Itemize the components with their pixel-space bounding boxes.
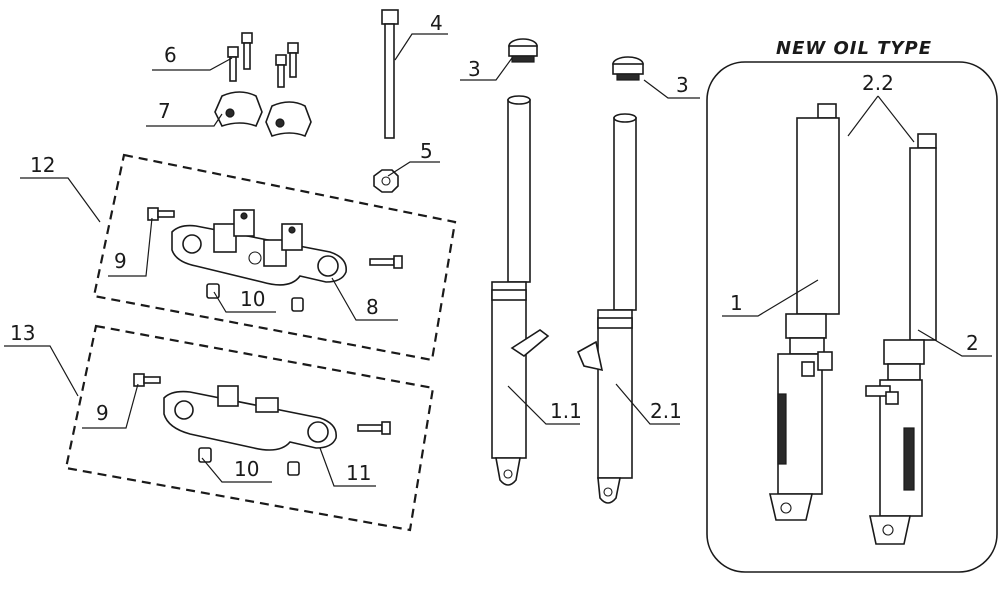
- bushing-10a-2: [291, 297, 304, 312]
- new-oil-fork-1: [768, 103, 840, 521]
- callout-1-1: 1.1: [550, 399, 582, 423]
- bushing-10b-1: [198, 447, 212, 463]
- part-3-cap-left: [508, 38, 538, 63]
- new-fork-tube-1: [796, 117, 840, 315]
- screw-6c: [275, 54, 287, 88]
- part-7-clamps: [214, 91, 312, 138]
- screw-6d: [287, 42, 299, 78]
- bushing-10b-2: [287, 461, 300, 476]
- callout-12: 12: [30, 153, 55, 177]
- callout-1: 1: [730, 291, 743, 315]
- bolt-9b: [133, 373, 161, 387]
- callout-4: 4: [430, 11, 443, 35]
- fork-slider-1-1: [491, 281, 527, 459]
- new-fork-tube-2: [909, 147, 937, 341]
- group-13-outline: [64, 324, 435, 532]
- part-5-nut: [373, 169, 399, 193]
- callout-7: 7: [158, 99, 171, 123]
- side-bolt-11: [357, 421, 391, 435]
- part-4-long-bolt: [381, 9, 399, 139]
- screw-6b: [241, 32, 253, 70]
- callout-2: 2: [966, 331, 979, 355]
- callout-labels: 6 7 4 5 3 3 12 9 10 8 13 9 10 11 1.1 2.1…: [10, 11, 979, 485]
- group-12-outline: [92, 153, 457, 362]
- new-oil-fork-2: [865, 133, 937, 545]
- new-oil-type-title: NEW OIL TYPE: [776, 38, 932, 59]
- callout-10-lower: 10: [234, 457, 259, 481]
- clamp-7a: [214, 91, 263, 128]
- riser-right: [263, 223, 303, 267]
- group-13-lower-triple-clamp: [64, 324, 435, 532]
- riser-left: [213, 209, 255, 253]
- upper-bridge-8: [171, 224, 347, 286]
- bolt-9a: [147, 207, 175, 221]
- part-3-cap-right: [612, 56, 644, 81]
- side-bolt-8: [369, 255, 403, 269]
- fork-tube-1-1: [507, 99, 531, 283]
- fork-slider-2-1: [597, 309, 633, 479]
- callout-2-1: 2.1: [650, 399, 682, 423]
- callout-3-right: 3: [676, 73, 689, 97]
- fork-tube-2-1: [613, 117, 637, 311]
- callout-6: 6: [164, 43, 177, 67]
- group-12-upper-triple-clamp: [92, 153, 457, 362]
- callout-9-upper: 9: [114, 249, 127, 273]
- callout-8: 8: [366, 295, 379, 319]
- callout-11: 11: [346, 461, 371, 485]
- part-6-screws: [227, 32, 299, 88]
- screw-6a: [227, 46, 239, 82]
- callout-10-upper: 10: [240, 287, 265, 311]
- callout-13: 13: [10, 321, 35, 345]
- lower-bridge-11: [163, 390, 337, 451]
- bushing-10a-1: [206, 283, 220, 299]
- new-oil-type-panel: NEW OIL TYPE: [706, 38, 998, 573]
- callout-5: 5: [420, 139, 433, 163]
- clamp-7b: [265, 101, 312, 138]
- fork-leg-1-1: [491, 95, 550, 486]
- callout-9-lower: 9: [96, 401, 109, 425]
- callout-3-left: 3: [468, 57, 481, 81]
- callout-2-2: 2.2: [862, 71, 894, 95]
- fork-leg-2-1: [576, 113, 637, 504]
- new-oil-type-frame: [706, 61, 998, 573]
- leader-lines: [4, 33, 992, 487]
